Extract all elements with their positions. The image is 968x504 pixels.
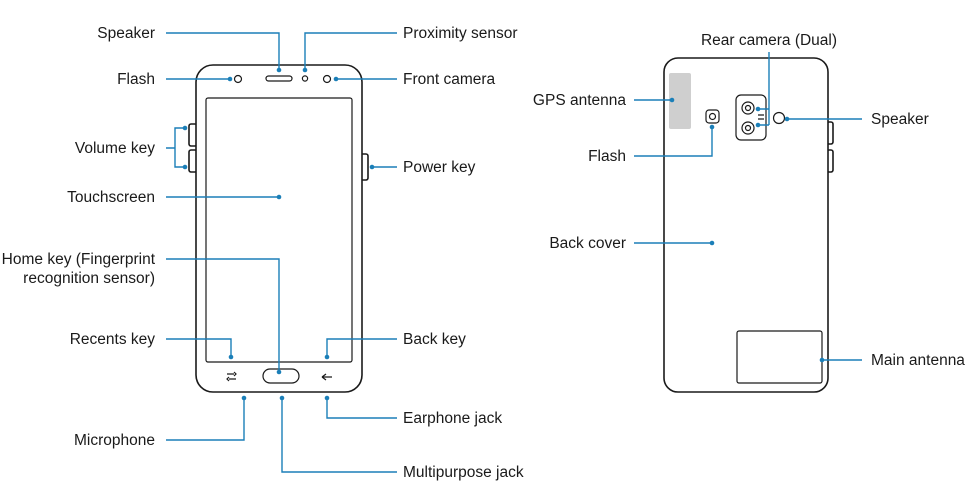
label-gps-antenna: GPS antenna bbox=[533, 92, 626, 109]
back-key-icon bbox=[321, 373, 332, 381]
back-body bbox=[663, 57, 829, 393]
front-flash bbox=[233, 74, 243, 84]
earpiece-grille bbox=[265, 75, 293, 82]
front-leaders bbox=[166, 32, 397, 473]
front-phone bbox=[188, 64, 369, 393]
rear-camera-lens-1-inner bbox=[744, 104, 752, 112]
label-rear-camera: Rear camera (Dual) bbox=[701, 32, 837, 49]
label-rear-speaker: Speaker bbox=[871, 111, 929, 128]
label-touchscreen: Touchscreen bbox=[67, 189, 155, 206]
home-key bbox=[262, 368, 300, 384]
rear-camera-lens-2-inner bbox=[744, 124, 752, 132]
label-speaker: Speaker bbox=[97, 25, 155, 42]
label-proximity-sensor: Proximity sensor bbox=[403, 25, 518, 42]
rear-speaker bbox=[772, 111, 786, 125]
label-front-camera: Front camera bbox=[403, 71, 496, 88]
label-back-key: Back key bbox=[403, 331, 466, 348]
rear-camera-separator bbox=[758, 114, 764, 120]
label-flash: Flash bbox=[117, 71, 155, 88]
main-antenna-area bbox=[736, 330, 823, 384]
label-power-key: Power key bbox=[403, 159, 476, 176]
label-microphone: Microphone bbox=[74, 432, 155, 449]
rear-camera-lens-1 bbox=[741, 101, 755, 115]
label-main-antenna: Main antenna bbox=[871, 352, 965, 369]
rear-camera-module bbox=[735, 94, 767, 141]
rear-flash bbox=[705, 109, 720, 124]
label-rear-flash: Flash bbox=[588, 148, 626, 165]
proximity-sensor bbox=[301, 75, 309, 82]
label-home-key-line2: recognition sensor) bbox=[23, 270, 155, 287]
front-camera bbox=[322, 74, 332, 84]
recents-key-icon bbox=[226, 371, 237, 382]
rear-camera-lens-2 bbox=[741, 121, 755, 135]
back-leaders bbox=[634, 52, 862, 363]
label-volume-key: Volume key bbox=[75, 140, 155, 157]
label-earphone-jack: Earphone jack bbox=[403, 410, 502, 427]
label-recents-key: Recents key bbox=[70, 331, 156, 348]
label-home-key-line1: Home key (Fingerprint bbox=[2, 251, 156, 268]
rear-flash-lens bbox=[708, 112, 717, 121]
gps-antenna-area bbox=[669, 73, 691, 129]
back-phone bbox=[663, 57, 834, 393]
label-back-cover: Back cover bbox=[549, 235, 626, 252]
label-multipurpose-jack: Multipurpose jack bbox=[403, 464, 524, 481]
